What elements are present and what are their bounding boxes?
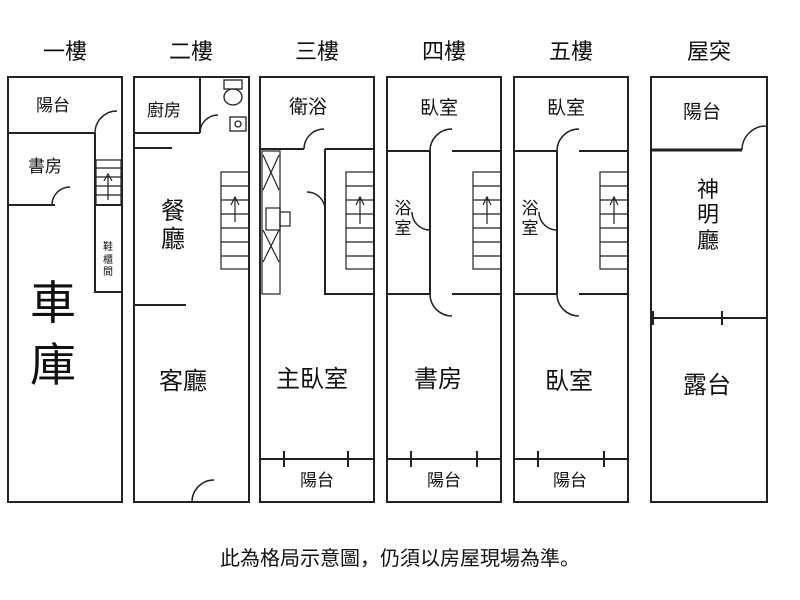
- floor-1-title: 一樓: [42, 40, 87, 65]
- floor-5-balcony-label: 陽台: [553, 471, 587, 491]
- floor-4-balcony-label: 陽台: [427, 471, 461, 491]
- roof-terrace-label: 露台: [683, 371, 731, 399]
- roof-balcony-label: 陽台: [683, 101, 722, 123]
- floor-4-study-label: 書房: [414, 365, 462, 393]
- floor-5-title: 五樓: [548, 40, 593, 65]
- floor-3-balcony-label: 陽台: [300, 471, 334, 491]
- toilet-symbol: [223, 79, 247, 132]
- floor-1-stairs: [95, 159, 122, 206]
- roof-shrine-label: 神 明 廳: [696, 178, 719, 254]
- floor-1-garage-label: 車 庫: [30, 276, 76, 393]
- vanity-counter: [261, 150, 291, 295]
- floor-4-bath-label: 浴 室: [394, 199, 412, 239]
- floor-5-bedroom-main-label: 臥室: [545, 367, 593, 395]
- floor-1-study-label: 書房: [28, 157, 62, 177]
- floor-1-balcony-label: 陽台: [36, 96, 70, 116]
- floor-2-title: 二樓: [168, 40, 213, 65]
- floor-5-bedroom-top-label: 臥室: [547, 97, 586, 119]
- floor-4-stairs: [472, 171, 502, 270]
- floor-5-outline: [513, 76, 629, 503]
- floor-1-outline: [7, 76, 123, 503]
- floor-5-stairs: [599, 171, 629, 270]
- floor-3-bath-label: 衛浴: [289, 96, 328, 118]
- roof-outline: [650, 76, 768, 503]
- roof-title: 屋突: [686, 40, 731, 65]
- floor-2-living-label: 客廳: [159, 367, 207, 395]
- floor-4-title: 四樓: [421, 40, 466, 65]
- disclaimer-note: 此為格局示意圖，仍須以房屋現場為準。: [220, 546, 580, 570]
- floor-1-shoe-closet-label: 鞋 櫃 間: [103, 242, 113, 278]
- floor-2-stairs: [220, 171, 250, 270]
- floor-2-outline: [133, 76, 250, 503]
- floor-3-outline: [259, 76, 375, 503]
- floor-2-dining-label: 餐 廳: [161, 197, 185, 253]
- floor-2-kitchen-label: 廚房: [147, 101, 181, 121]
- floor-4-outline: [386, 76, 502, 503]
- floor-3-title: 三樓: [294, 40, 339, 65]
- floor-4-bedroom-label: 臥室: [420, 97, 459, 119]
- floor-3-master-bedroom-label: 主臥室: [276, 365, 348, 393]
- floor-5-bath-label: 浴 室: [521, 199, 539, 239]
- floor-3-stairs: [345, 171, 375, 270]
